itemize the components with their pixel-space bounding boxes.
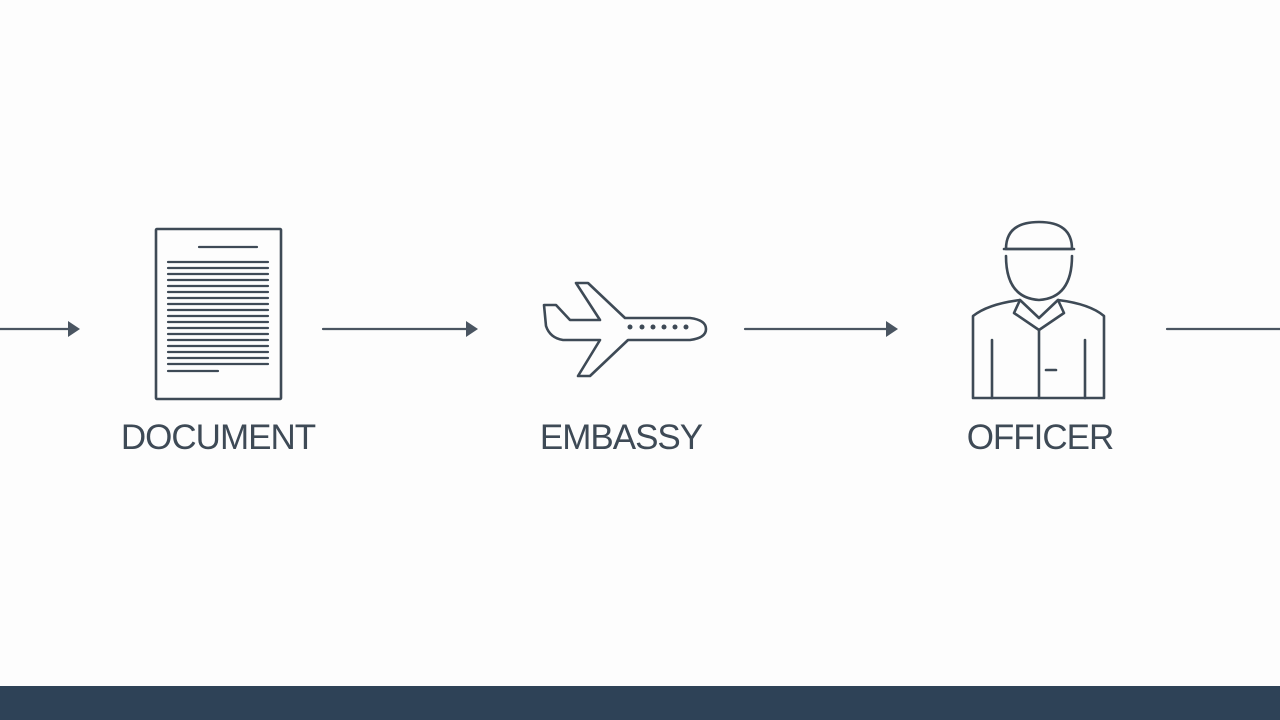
arrow-entry — [0, 321, 80, 337]
footer-bar — [0, 686, 1280, 720]
document-icon — [154, 227, 283, 401]
flow-graphics — [0, 220, 1280, 401]
arrow-embassy-to-officer — [743, 321, 898, 337]
step-label-embassy: EMBASSY — [539, 418, 703, 457]
step-label-document: DOCUMENT — [120, 418, 316, 457]
step-label-officer: OFFICER — [966, 418, 1115, 457]
airplane-icon — [542, 281, 708, 378]
arrow-document-to-embassy — [321, 321, 478, 337]
officer-icon — [971, 220, 1106, 400]
